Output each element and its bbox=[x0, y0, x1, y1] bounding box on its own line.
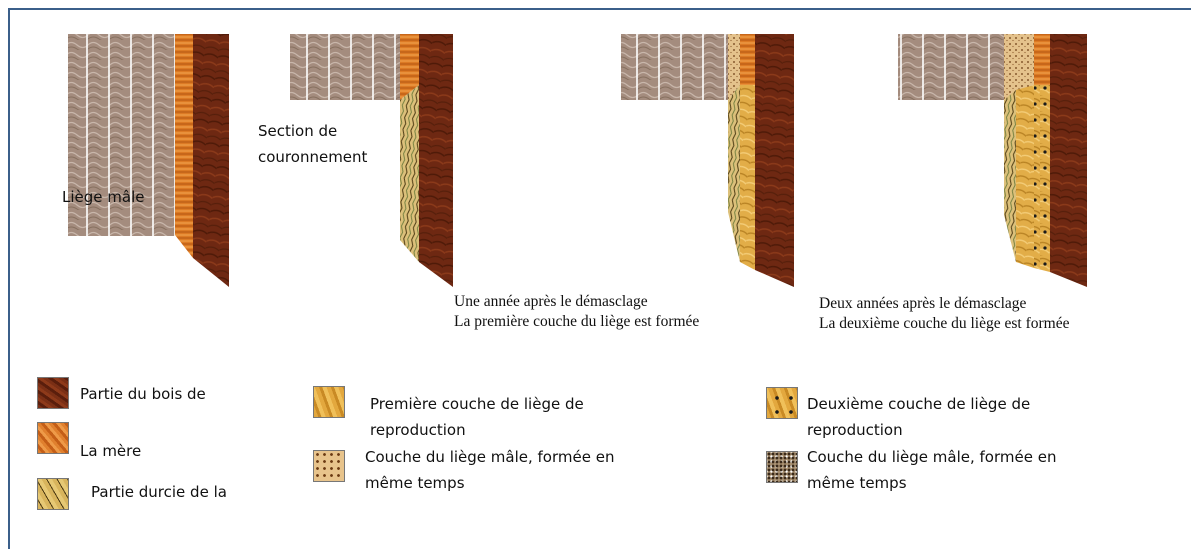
legend-label-male-2-line2: même temps bbox=[807, 474, 907, 492]
legend-swatch-male-1 bbox=[313, 450, 345, 482]
caption-une-annee-line1: Une année après le démasclage bbox=[454, 293, 648, 310]
legend-swatch-bois bbox=[37, 377, 69, 409]
legend-label-male-1-line1: Couche du liège mâle, formée en bbox=[365, 448, 615, 466]
legend-label-premiere-line1: Première couche de liège de bbox=[370, 395, 584, 413]
label-section-line2: couronnement bbox=[258, 148, 368, 166]
caption-deux-annees-line1: Deux années après le démasclage bbox=[819, 295, 1027, 312]
label-liege-male: Liège mâle bbox=[62, 188, 145, 206]
label-section-line1: Section de bbox=[258, 122, 338, 140]
diagram-liege-male bbox=[68, 34, 229, 287]
legend-swatch-male-2 bbox=[766, 451, 798, 483]
legend-swatch-deuxieme bbox=[766, 387, 798, 419]
diagram-section-couronnement bbox=[290, 34, 453, 287]
legend-label-durcie: Partie durcie de la bbox=[91, 483, 227, 501]
diagram-deux-annees bbox=[898, 34, 1087, 287]
legend-label-deuxieme-line1: Deuxième couche de liège de bbox=[807, 395, 1031, 413]
caption-une-annee-line2: La première couche du liège est formée bbox=[454, 313, 700, 330]
diagram-une-annee bbox=[621, 34, 794, 287]
legend-swatch-durcie bbox=[37, 478, 69, 510]
legend-label-male-1-line2: même temps bbox=[365, 474, 465, 492]
legend-swatch-mere bbox=[37, 422, 69, 454]
legend-label-mere: La mère bbox=[80, 442, 142, 460]
legend-label-male-2-line1: Couche du liège mâle, formée en bbox=[807, 448, 1057, 466]
legend-label-deuxieme-line2: reproduction bbox=[807, 421, 903, 439]
legend-label-premiere-line2: reproduction bbox=[370, 421, 466, 439]
caption-deux-annees-line2: La deuxième couche du liège est formée bbox=[819, 315, 1070, 332]
legend-label-bois: Partie du bois de bbox=[80, 385, 206, 403]
legend-swatch-premiere bbox=[313, 386, 345, 418]
